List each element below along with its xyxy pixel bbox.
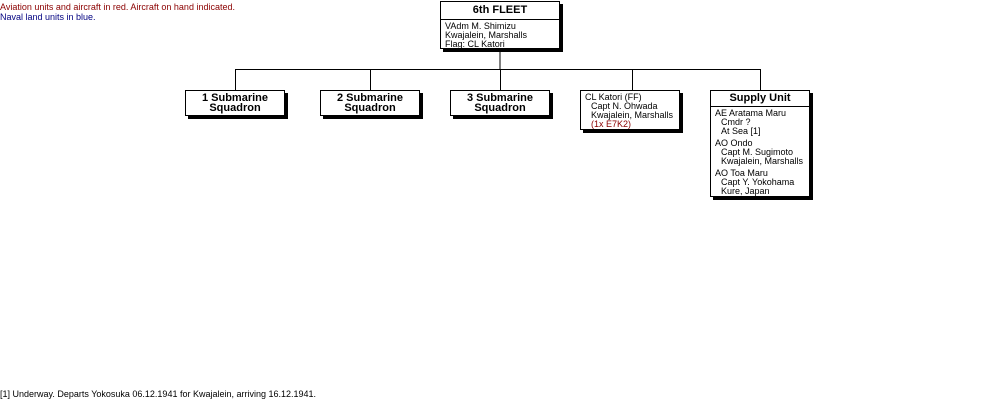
flagship-captain: Capt N. Ohwada <box>591 101 658 111</box>
supply-ship-3-location: Kure, Japan <box>721 186 770 196</box>
squadron-3-title: 3 Submarine Squadron <box>451 91 549 114</box>
flagship-name: CL Katori (FF) <box>585 92 642 102</box>
squadron-1-line1: 1 Submarine <box>201 92 269 104</box>
supply-ship-1-status: At Sea [1] <box>721 126 761 136</box>
supply-ship-3: AO Toa Maru Capt Y. Yokohama Kure, Japan <box>715 169 805 196</box>
flagship-details: CL Katori (FF) Capt N. Ohwada Kwajalein,… <box>581 91 679 131</box>
fleet-hq-box: 6th FLEET VAdm M. Shimizu Kwajalein, Mar… <box>440 1 560 49</box>
flagship-box: CL Katori (FF) Capt N. Ohwada Kwajalein,… <box>580 90 680 130</box>
supply-ship-3-commander: Capt Y. Yokohama <box>721 177 795 187</box>
supply-ship-2-commander: Capt M. Sugimoto <box>721 147 794 157</box>
submarine-squadron-3-box: 3 Submarine Squadron <box>450 90 550 116</box>
supply-ship-3-name: AO Toa Maru <box>715 168 768 178</box>
supply-ship-2-name: AO Ondo <box>715 138 753 148</box>
fleet-details: VAdm M. Shimizu Kwajalein, Marshalls Fla… <box>441 20 559 51</box>
squadron-2-line2: Squadron <box>344 102 396 114</box>
flagship-aircraft: (1x E7K2) <box>591 119 632 129</box>
supply-ship-1-name: AE Aratama Maru <box>715 108 787 118</box>
squadron-2-title: 2 Submarine Squadron <box>321 91 419 114</box>
fleet-flag: Flag: CL Katori <box>445 39 505 49</box>
supply-ship-1-commander: Cmdr ? <box>721 117 751 127</box>
squadron-1-line2: Squadron <box>209 102 261 114</box>
fleet-commander: VAdm M. Shimizu <box>445 21 516 31</box>
fleet-location: Kwajalein, Marshalls <box>445 30 528 40</box>
supply-ship-2: AO Ondo Capt M. Sugimoto Kwajalein, Mars… <box>715 139 805 166</box>
supply-ship-2-location: Kwajalein, Marshalls <box>721 156 804 166</box>
squadron-3-line1: 3 Submarine <box>466 92 534 104</box>
submarine-squadron-1-box: 1 Submarine Squadron <box>185 90 285 116</box>
footnote: [1] Underway. Departs Yokosuka 06.12.194… <box>0 389 317 399</box>
legend-naval-land-note: Naval land units in blue. <box>0 12 96 22</box>
supply-ship-1: AE Aratama Maru Cmdr ? At Sea [1] <box>715 109 805 136</box>
legend-aviation-note: Aviation units and aircraft in red. Airc… <box>0 2 235 12</box>
squadron-2-line1: 2 Submarine <box>336 92 404 104</box>
fleet-title: 6th FLEET <box>441 2 559 20</box>
squadron-3-line2: Squadron <box>474 102 526 114</box>
supply-unit-details: AE Aratama Maru Cmdr ? At Sea [1] AO Ond… <box>711 107 809 198</box>
supply-unit-title: Supply Unit <box>711 91 809 107</box>
supply-unit-box: Supply Unit AE Aratama Maru Cmdr ? At Se… <box>710 90 810 197</box>
submarine-squadron-2-box: 2 Submarine Squadron <box>320 90 420 116</box>
squadron-1-title: 1 Submarine Squadron <box>186 91 284 114</box>
flagship-location: Kwajalein, Marshalls <box>591 110 674 120</box>
